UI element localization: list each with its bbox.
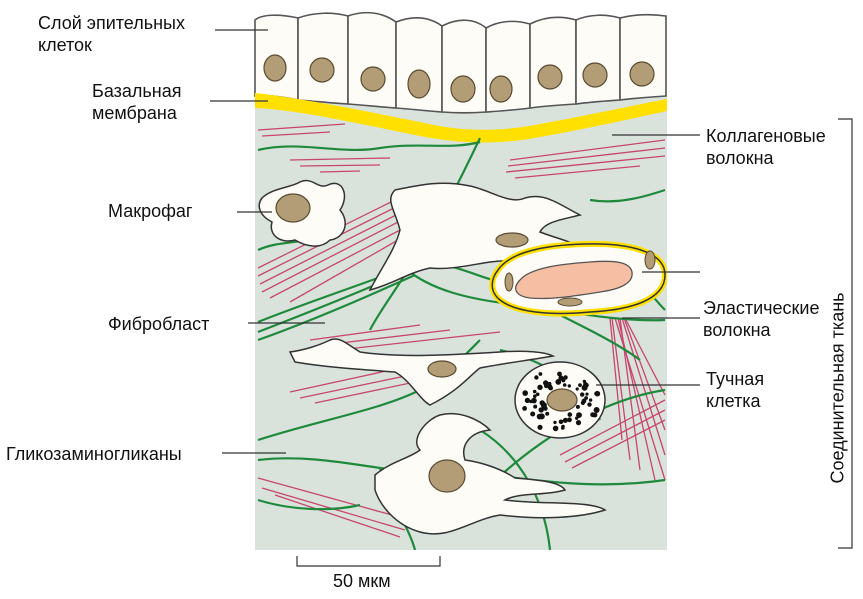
mast-cell-granule [547,384,552,389]
mast-cell-granule [539,372,543,376]
label-connective-tissue: Соединительная ткань [828,292,849,483]
label-basal-membrane: Базальная мембрана [92,80,212,124]
mast-cell-granule [585,393,588,396]
mast-cell-granule [594,391,598,395]
mast-cell-granule [576,387,579,390]
mast-cell-granule [563,375,567,379]
label-collagen-fibers: Коллагеновые волокна [706,125,836,169]
mast-cell-granule [583,380,586,383]
mast-cell-granule [576,405,580,409]
mast-cell-granule [530,412,535,417]
endothelial-nucleus [505,273,513,291]
mast-cell-granule [522,390,528,396]
mast-cell-granule [563,418,568,423]
label-glycosaminoglycans: Гликозаминогликаны [6,443,182,465]
mast-cell-nucleus [547,389,577,411]
mast-cell-granule [561,426,565,430]
mast-cell-granule [575,417,578,420]
fibroblast-nucleus [428,361,456,377]
mast-cell-granule [587,402,591,406]
mast-cell-granule [580,392,584,396]
mast-cell-granule [534,375,538,379]
mast-cell-granule [582,385,588,391]
mast-cell-granule [589,398,592,401]
mast-cell-granule [558,375,563,380]
mast-cell-granule [568,412,573,417]
mast-cell-granule [533,405,537,409]
mast-cell-granule [559,420,564,425]
scale-bar-label: 50 мкм [333,570,391,592]
endothelial-nucleus [558,298,582,306]
mast-cell-granule [537,385,542,390]
mast-cell-granule [525,398,530,403]
mast-cell-granule [563,383,567,387]
endothelial-nucleus [645,251,655,269]
mast-cell-granule [533,394,537,398]
mast-cell-granule [594,407,600,413]
mast-cell-granule [582,399,587,404]
mast-cell-granule [537,425,542,430]
mast-cell-granule [576,420,581,425]
branched-cell-nucleus [496,233,528,247]
mast-cell-granule [533,390,537,394]
mast-cell-granule [531,398,537,404]
mast-cell-granule [543,380,548,385]
mast-cell-granule [539,413,545,419]
bottom-cell-nucleus [429,460,465,492]
mast-cell-granule [553,426,559,432]
mast-cell-granule [543,406,548,411]
label-epithelium-layer: Слой эпительных клеток [38,12,218,56]
mast-cell-granule [578,383,582,387]
label-macrophage: Макрофаг [108,200,193,222]
macrophage-nucleus [276,194,310,222]
mast-cell-granule [545,412,549,416]
mast-cell-granule [568,384,571,387]
label-mast-cell: Тучная клетка [706,368,786,412]
mast-cell-granule [522,406,527,411]
mast-cell-granule [553,421,556,424]
label-fibroblast: Фибробласт [108,313,209,335]
mast-cell-granule [593,413,598,418]
mast-cell-granule [540,400,545,405]
